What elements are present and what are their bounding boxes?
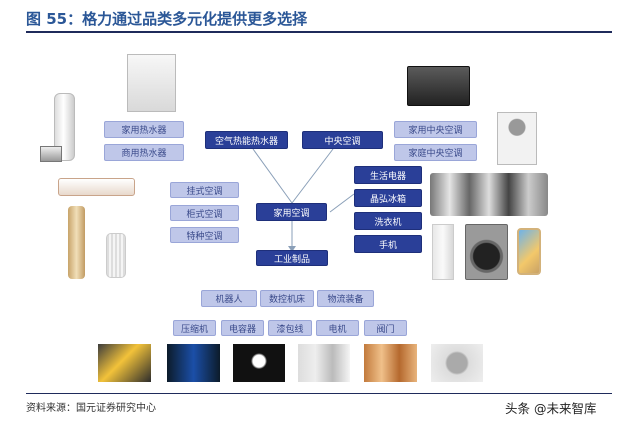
- vrf-outdoor-unit-image: [497, 112, 537, 165]
- box-enameled-wire: 漆包线: [268, 320, 312, 336]
- washing-machine-image: [465, 224, 508, 280]
- small-appliances-image: [430, 173, 548, 216]
- box-washing-machine: 洗衣机: [354, 212, 422, 230]
- gree-phone-image: [517, 228, 541, 275]
- white-floor-ac-image: [106, 233, 126, 278]
- watermark: 头条 @未来智库: [505, 401, 597, 416]
- box-household-central-ac: 家用中央空调: [394, 121, 477, 138]
- box-cnc-machine: 数控机床: [260, 290, 314, 307]
- box-robot: 机器人: [201, 290, 257, 307]
- box-home-central-ac: 家庭中央空调: [394, 144, 477, 161]
- source-note: 资料来源：国元证券研究中心: [26, 403, 156, 414]
- box-mobile-phone: 手机: [354, 235, 422, 253]
- cnc-machine-image: [167, 344, 220, 382]
- box-compressor: 压缩机: [173, 320, 216, 336]
- box-air-energy-water-heater: 空气热能热水器: [205, 131, 288, 149]
- figure-title: 图 55：格力通过品类多元化提供更多选择: [26, 10, 308, 28]
- box-special-ac: 特种空调: [170, 227, 239, 243]
- box-cabinet-ac: 柜式空调: [170, 205, 239, 221]
- water-heater-unit-image: [40, 146, 62, 162]
- top-divider: [26, 31, 612, 33]
- bottom-divider: [26, 393, 612, 394]
- compressor-image: [233, 344, 285, 382]
- box-valve: 阀门: [364, 320, 407, 336]
- heat-pump-water-heater-image: [127, 54, 176, 112]
- box-commercial-water-heater: 商用热水器: [104, 144, 184, 161]
- box-small-appliances: 生活电器: [354, 166, 422, 184]
- motor-image: [431, 344, 483, 382]
- gold-floor-ac-image: [68, 206, 85, 279]
- split-ac-indoor-unit-image: [58, 178, 135, 196]
- enameled-wire-image: [364, 344, 417, 382]
- box-household-ac-hub: 家用空调: [256, 203, 327, 221]
- chiller-unit-image: [407, 66, 470, 106]
- box-industrial-products: 工业制品: [256, 250, 328, 266]
- box-capacitor: 电容器: [221, 320, 264, 336]
- fridge-image: [432, 224, 454, 280]
- box-jinghong-fridge: 晶弘冰箱: [354, 189, 422, 207]
- box-wall-ac: 挂式空调: [170, 182, 239, 198]
- box-central-ac: 中央空调: [302, 131, 383, 149]
- box-motor: 电机: [316, 320, 359, 336]
- water-heater-tank-image: [54, 93, 75, 161]
- box-household-water-heater: 家用热水器: [104, 121, 184, 138]
- robot-arm-image: [98, 344, 151, 382]
- box-logistics-equipment: 物流装备: [317, 290, 374, 307]
- capacitor-image: [298, 344, 350, 382]
